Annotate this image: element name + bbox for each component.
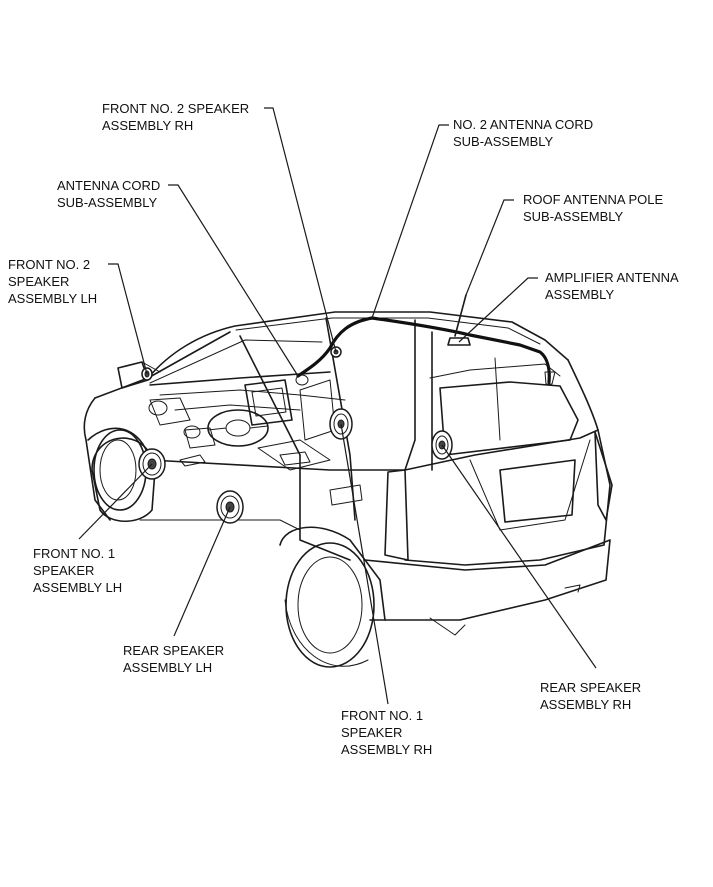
roof-antenna-pole	[447, 294, 471, 346]
label-amplifier-antenna: AMPLIFIER ANTENNA ASSEMBLY	[545, 270, 682, 302]
label-front-no1-speaker-rh: FRONT NO. 1 SPEAKER ASSEMBLY RH	[341, 708, 432, 757]
label-line: ASSEMBLY LH	[123, 660, 212, 675]
antenna-cord-route	[296, 316, 556, 385]
label-line: SPEAKER	[341, 725, 402, 740]
label-roof-antenna-pole: ROOF ANTENNA POLE SUB-ASSEMBLY	[523, 192, 667, 224]
label-line: NO. 2 ANTENNA CORD	[453, 117, 593, 132]
label-line: ROOF ANTENNA POLE	[523, 192, 663, 207]
label-line: ASSEMBLY LH	[33, 580, 122, 595]
leader-front-no2-speaker-lh	[108, 263, 148, 375]
label-line: ASSEMBLY RH	[540, 697, 631, 712]
label-line: SUB-ASSEMBLY	[57, 195, 158, 210]
leader-front-no1-speaker-rh	[340, 423, 389, 705]
leader-front-no1-speaker-lh	[78, 463, 153, 540]
label-line: FRONT NO. 1	[341, 708, 423, 723]
leader-rear-speaker-lh	[173, 506, 231, 637]
label-line: FRONT NO. 2 SPEAKER	[102, 101, 249, 116]
leader-no2-antenna-cord	[371, 124, 449, 319]
label-line: ASSEMBLY RH	[102, 118, 193, 133]
label-line: AMPLIFIER ANTENNA	[545, 270, 679, 285]
label-line: ASSEMBLY LH	[8, 291, 97, 306]
label-rear-speaker-lh: REAR SPEAKER ASSEMBLY LH	[123, 643, 228, 675]
label-front-no1-speaker-lh: FRONT NO. 1 SPEAKER ASSEMBLY LH	[33, 546, 122, 595]
label-line: FRONT NO. 2	[8, 257, 90, 272]
leader-lines	[78, 107, 597, 705]
leader-rear-speaker-rh	[441, 444, 597, 669]
label-no2-antenna-cord: NO. 2 ANTENNA CORD SUB-ASSEMBLY	[453, 117, 597, 149]
label-rear-speaker-rh: REAR SPEAKER ASSEMBLY RH	[540, 680, 645, 712]
label-line: SUB-ASSEMBLY	[453, 134, 554, 149]
label-line: REAR SPEAKER	[123, 643, 224, 658]
leader-amplifier-antenna	[458, 277, 538, 343]
label-front-no2-speaker-rh: FRONT NO. 2 SPEAKER ASSEMBLY RH	[102, 101, 253, 133]
antenna-cord	[296, 316, 374, 378]
label-line: SPEAKER	[33, 563, 94, 578]
leader-roof-antenna-pole	[465, 199, 514, 296]
label-front-no2-speaker-lh: FRONT NO. 2 SPEAKER ASSEMBLY LH	[8, 257, 97, 306]
label-line: ANTENNA CORD	[57, 178, 160, 193]
leader-front-no2-speaker-rh	[264, 107, 337, 353]
label-line: FRONT NO. 1	[33, 546, 115, 561]
label-antenna-cord: ANTENNA CORD SUB-ASSEMBLY	[57, 178, 164, 210]
label-line: ASSEMBLY RH	[341, 742, 432, 757]
label-line: REAR SPEAKER	[540, 680, 641, 695]
label-line: SPEAKER	[8, 274, 69, 289]
label-line: ASSEMBLY	[545, 287, 614, 302]
no2-antenna-cord	[370, 316, 551, 384]
label-line: SUB-ASSEMBLY	[523, 209, 624, 224]
vehicle-illustration	[83, 311, 613, 668]
leader-antenna-cord	[168, 184, 299, 377]
